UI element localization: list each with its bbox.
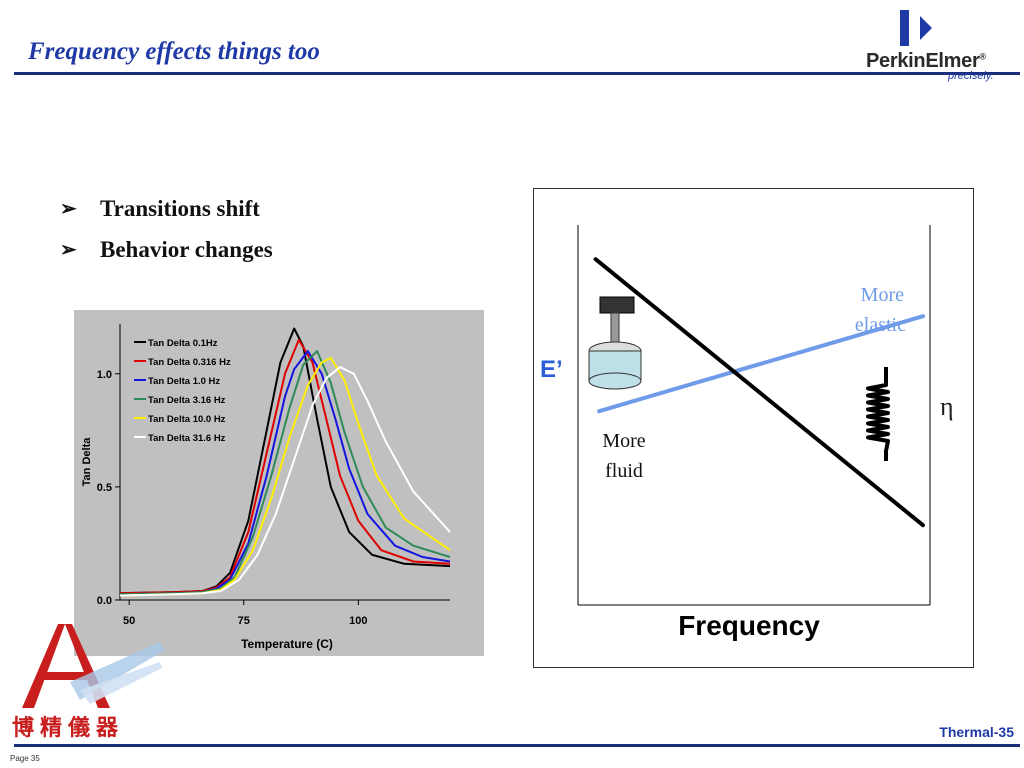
bullet-arrow-icon: ➢ [60,239,77,261]
frequency-axis-label: Frequency [678,610,820,641]
perkinelmer-logo: PerkinElmer® precisely. [862,6,1018,82]
series-line [119,350,451,596]
bullet-list: ➢ Transitions shift ➢ Behavior changes [60,188,273,270]
dashpot-base [588,372,642,390]
viscosity-line [593,257,925,528]
spring-coil [866,367,890,461]
dashpot-icon [588,296,642,390]
dashpot-rod [610,312,620,344]
title-divider [14,72,1020,75]
brand-name-b: Elmer [925,50,980,72]
brand-registered: ® [979,51,986,62]
y-tick-label: 0.0 [97,595,112,607]
perkinelmer-mark-icon [900,10,932,46]
more-elastic-line2: elastic [855,314,906,336]
company-corner-logo [10,622,170,742]
page-label: Page 35 [10,754,40,763]
bullet-item: ➢ Transitions shift [60,188,273,229]
corner-logo-text: 博精儀器 [12,716,125,741]
brand-name-a: Perkin [866,50,926,72]
more-fluid-line2: fluid [605,460,643,482]
series-line [119,366,451,597]
corner-logo-mark-icon [22,624,165,708]
legend-label: Tan Delta 0.1Hz [148,338,218,349]
spring-icon [866,367,890,461]
legend-label: Tan Delta 0.316 Hz [148,357,231,368]
dashpot-weight [599,296,635,314]
y-tick-label: 0.5 [97,482,112,494]
x-tick-label: 100 [349,615,367,627]
eta-axis-label: η [940,392,954,421]
more-elastic-line1: More [861,284,904,306]
bullet-item: ➢ Behavior changes [60,229,273,270]
e-prime-axis-label: E’ [540,356,563,383]
legend-label: Tan Delta 10.0 Hz [148,414,226,425]
modulus-line [597,314,925,414]
brand-tagline: precisely. [948,70,994,82]
x-tick-label: 75 [238,615,250,627]
legend-label: Tan Delta 3.16 Hz [148,395,226,406]
y-tick-label: 1.0 [97,369,112,381]
legend-label: Tan Delta 1.0 Hz [148,376,220,387]
series-line [119,338,451,595]
more-fluid-line1: More [602,430,645,452]
bullet-text: Transitions shift [100,195,260,221]
bullet-arrow-icon: ➢ [60,198,77,220]
footer-divider [14,744,1020,747]
series-line [119,327,451,595]
x-tick-label: 50 [123,615,135,627]
slide-number-label: Thermal-35 [939,724,1014,740]
y-axis-label: Tan Delta [81,437,93,487]
legend-label: Tan Delta 31.6 Hz [148,433,226,444]
bullet-text: Behavior changes [100,236,273,262]
brand-name: PerkinElmer® [866,50,986,73]
slide-title: Frequency effects things too [28,38,320,65]
x-axis-label: Temperature (C) [241,637,333,651]
